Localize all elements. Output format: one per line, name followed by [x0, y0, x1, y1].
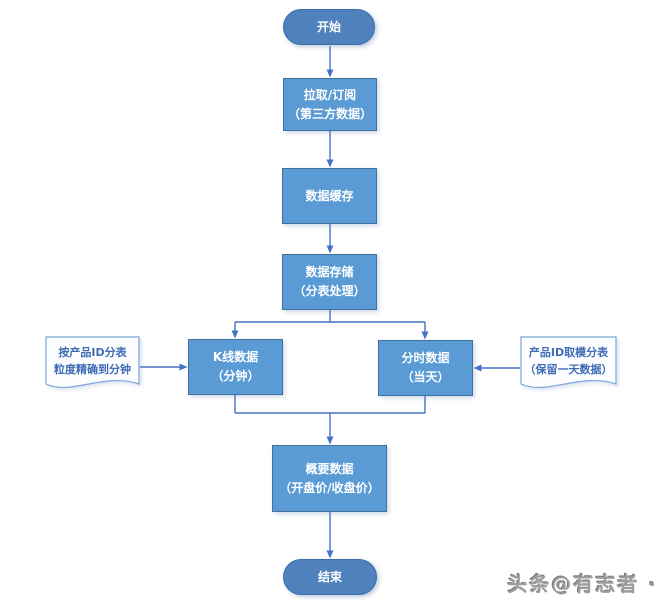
note-left-text: 按产品ID分表 粒度精确到分钟 [45, 344, 140, 378]
node-cache-label: 数据缓存 [305, 188, 354, 203]
node-timeshare-line1: 分时数据 [401, 351, 450, 365]
node-kline-data: K线数据 （分钟） [188, 339, 283, 395]
node-data-store: 数据存储 （分表处理） [282, 254, 377, 310]
node-kline-line1: K线数据 [212, 350, 259, 364]
node-end-label: 结束 [317, 569, 342, 584]
note-left-line2: 粒度精确到分钟 [54, 363, 131, 376]
note-left-document: 按产品ID分表 粒度精确到分钟 [45, 336, 140, 396]
node-start: 开始 [283, 9, 375, 45]
note-right-line2: （保留一天数据） [524, 363, 613, 376]
node-end: 结束 [283, 559, 377, 595]
note-right-document: 产品ID取模分表 （保留一天数据） [520, 336, 617, 396]
note-right-text: 产品ID取模分表 （保留一天数据） [520, 344, 617, 378]
node-data-cache: 数据缓存 [282, 168, 377, 224]
node-pull-subscribe: 拉取/订阅 （第三方数据） [283, 78, 377, 131]
connector-merge-trunk [234, 395, 426, 414]
node-timeshare-data: 分时数据 （当天） [378, 340, 473, 396]
node-summary-line1: 概要数据 [305, 461, 354, 476]
node-store-line2: （分表处理） [293, 284, 366, 298]
node-kline-line2: （分钟） [211, 369, 260, 383]
note-left-line1: 按产品ID分表 [58, 346, 127, 359]
document-shape-icon [45, 336, 140, 389]
node-pull-line1: 拉取/订阅 [303, 87, 357, 102]
node-pull-line2: （第三方数据） [287, 106, 372, 121]
watermark-text: 头条@有志者 · [507, 572, 658, 596]
document-shape-icon [520, 336, 617, 389]
node-timeshare-line2: （当天） [401, 370, 450, 384]
node-start-label: 开始 [316, 19, 341, 34]
node-summary-data: 概要数据 （开盘价/收盘价） [272, 445, 387, 512]
connector-split-trunk [235, 310, 425, 323]
note-right-line1: 产品ID取模分表 [528, 346, 609, 359]
node-store-line1: 数据存储 [305, 265, 354, 279]
node-summary-line2: （开盘价/收盘价） [279, 480, 380, 495]
